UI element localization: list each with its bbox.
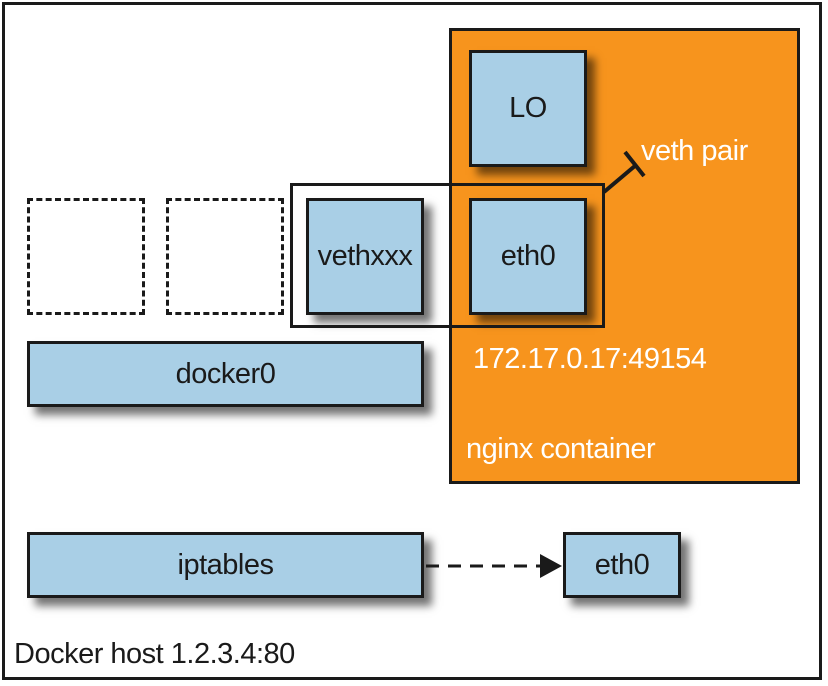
veth-pair-label: veth pair [641, 135, 748, 167]
host-eth0-box: eth0 [563, 532, 681, 598]
vethxxx-box: vethxxx [306, 198, 424, 315]
iptables-label: iptables [177, 548, 274, 581]
lo-label: LO [509, 92, 547, 124]
container-address-label: 172.17.0.17:49154 [473, 343, 707, 375]
lo-interface-box: LO [469, 50, 587, 167]
docker0-label: docker0 [175, 357, 276, 390]
docker-host-frame [2, 2, 822, 680]
veth-pair-pointer-tick [623, 150, 646, 178]
docker-host-label: Docker host 1.2.3.4:80 [14, 638, 295, 670]
docker0-bridge-box: docker0 [27, 341, 424, 407]
veth-pair-pointer-line [602, 163, 638, 194]
placeholder-interface-2 [166, 198, 284, 315]
host-eth0-label: eth0 [594, 548, 650, 581]
container-eth0-box: eth0 [469, 198, 587, 315]
container-name-label: nginx container [466, 433, 656, 465]
arrowhead-icon [540, 554, 562, 578]
iptables-box: iptables [27, 532, 424, 598]
container-eth0-label: eth0 [500, 240, 556, 272]
veth-pair-outline [290, 183, 605, 328]
vethxxx-label: vethxxx [317, 240, 413, 272]
placeholder-interface-1 [27, 198, 145, 315]
